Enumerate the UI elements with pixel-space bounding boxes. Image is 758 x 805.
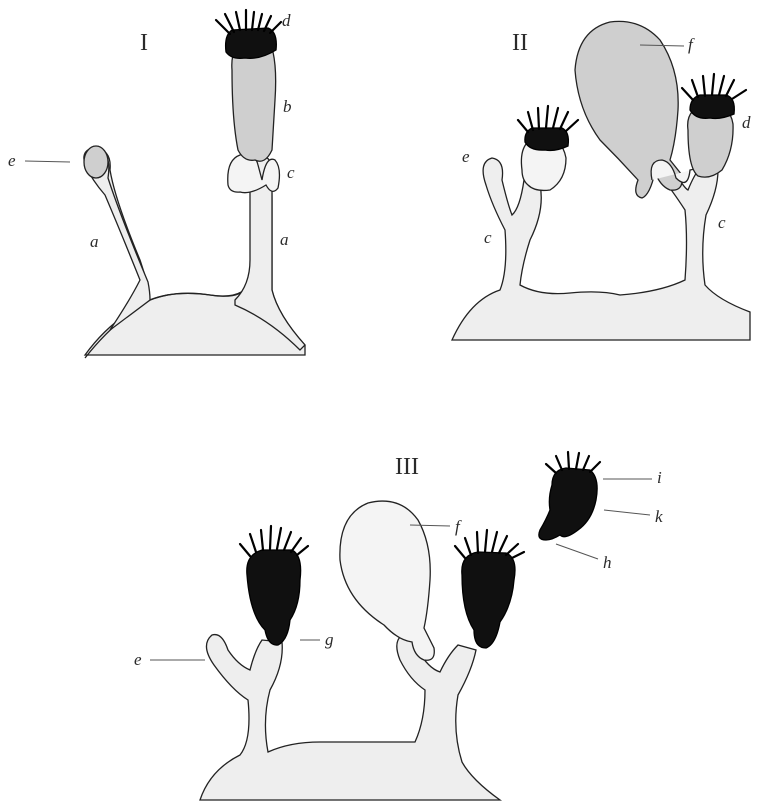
label-e-II: e	[462, 147, 470, 166]
leader-k-III	[604, 510, 650, 515]
leader-h-III	[556, 544, 598, 559]
stalk-colony-III	[200, 634, 500, 800]
label-e-III: e	[134, 650, 142, 669]
panel-II: II f d	[452, 21, 751, 340]
label-k-III: k	[655, 507, 663, 526]
label-a-left-I: a	[90, 232, 99, 251]
free-medusa-k-III	[539, 468, 597, 540]
label-c-right-II: c	[718, 213, 726, 232]
medusa-crown-II-right	[690, 95, 734, 119]
label-d-I: d	[282, 11, 291, 30]
label-b-I: b	[283, 97, 292, 116]
label-a-right-I: a	[280, 230, 289, 249]
label-h-III: h	[603, 553, 612, 572]
panel-numeral-I: I	[140, 30, 148, 56]
label-f-III: f	[455, 517, 462, 536]
panel-I: I d b c a e a	[8, 10, 305, 358]
panel-numeral-II: II	[512, 30, 528, 56]
label-c-left-II: c	[484, 228, 492, 247]
branch-tip-e-I	[84, 146, 108, 178]
label-c-I: c	[287, 163, 295, 182]
medusa-III-right	[462, 552, 515, 648]
panel-III: III	[134, 452, 663, 800]
medusa-III-left	[247, 550, 301, 645]
label-g-III: g	[325, 630, 334, 649]
label-f-II: f	[688, 35, 695, 54]
stalk-colony-II	[452, 158, 750, 340]
panel-numeral-III: III	[395, 454, 419, 480]
label-e-I: e	[8, 151, 16, 170]
leader-e-I	[25, 161, 70, 162]
label-d-II: d	[742, 113, 751, 132]
label-i-III: i	[657, 468, 662, 487]
medusa-crown-II-left	[525, 128, 569, 151]
